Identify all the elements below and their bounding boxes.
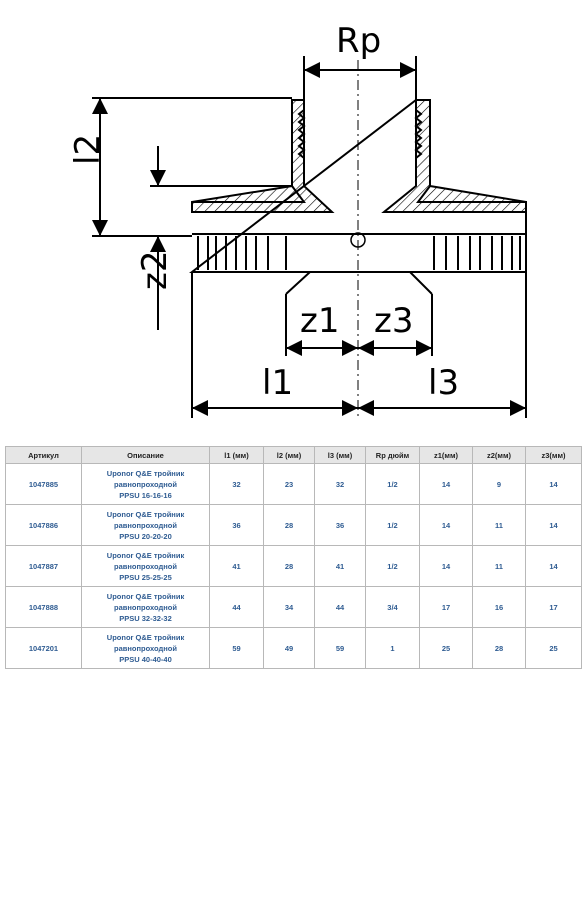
cell-rp: 1/2	[365, 463, 420, 505]
label-l3: l3	[428, 363, 459, 403]
cell-l2: 28	[263, 545, 315, 587]
label-l1: l1	[262, 363, 293, 403]
header-z2: z2(мм)	[472, 446, 526, 464]
center-mark	[350, 232, 366, 248]
header-l3: l3 (мм)	[314, 446, 366, 464]
header-article: Артикул	[5, 446, 82, 464]
cell-l1: 59	[209, 627, 264, 669]
cell-article: 1047887	[5, 545, 82, 587]
cell-z3: 14	[525, 545, 582, 587]
cell-l3: 36	[314, 504, 366, 546]
cell-l2: 49	[263, 627, 315, 669]
table-row: 1047201 Uponor Q&E тройник равнопроходно…	[5, 627, 582, 669]
cell-article: 1047886	[5, 504, 82, 546]
header-z3: z3(мм)	[525, 446, 582, 464]
header-l2: l2 (мм)	[263, 446, 315, 464]
cell-l3: 32	[314, 463, 366, 505]
tee-body	[189, 99, 527, 295]
cell-z1: 14	[419, 545, 473, 587]
cell-rp: 1/2	[365, 504, 420, 546]
dimension-lines	[92, 56, 527, 418]
tee-technical-drawing: Rp l2 z2 z1 z3 l1 l3	[68, 21, 527, 420]
cell-z2: 16	[472, 586, 526, 628]
label-l2: l2	[68, 134, 108, 165]
cell-l2: 23	[263, 463, 315, 505]
header-description: Описание	[81, 446, 210, 464]
specification-table: Артикул Описание l1 (мм) l2 (мм) l3 (мм)…	[5, 446, 582, 669]
cell-l1: 41	[209, 545, 264, 587]
cell-article: 1047201	[5, 627, 82, 669]
label-z1: z1	[300, 301, 339, 341]
cell-article: 1047885	[5, 463, 82, 505]
cell-description: Uponor Q&E тройник равнопроходной PPSU 2…	[81, 504, 210, 546]
label-z3: z3	[374, 301, 413, 341]
cell-rp: 1/2	[365, 545, 420, 587]
table-row: 1047886 Uponor Q&E тройник равнопроходно…	[5, 504, 582, 546]
cell-z2: 11	[472, 504, 526, 546]
cell-z3: 14	[525, 504, 582, 546]
cell-z3: 25	[525, 627, 582, 669]
cell-z2: 11	[472, 545, 526, 587]
cell-z1: 14	[419, 504, 473, 546]
header-l1: l1 (мм)	[209, 446, 264, 464]
cell-z1: 14	[419, 463, 473, 505]
cell-l2: 34	[263, 586, 315, 628]
cell-z3: 14	[525, 463, 582, 505]
cell-l1: 32	[209, 463, 264, 505]
table-row: 1047887 Uponor Q&E тройник равнопроходно…	[5, 545, 582, 587]
cell-rp: 1	[365, 627, 420, 669]
cell-z1: 25	[419, 627, 473, 669]
cell-description: Uponor Q&E тройник равнопроходной PPSU 1…	[81, 463, 210, 505]
label-z2: z2	[135, 251, 175, 290]
table-header-row: Артикул Описание l1 (мм) l2 (мм) l3 (мм)…	[5, 446, 582, 464]
cell-article: 1047888	[5, 586, 82, 628]
cell-l3: 41	[314, 545, 366, 587]
cell-rp: 3/4	[365, 586, 420, 628]
cell-z2: 9	[472, 463, 526, 505]
cell-description: Uponor Q&E тройник равнопроходной PPSU 2…	[81, 545, 210, 587]
cell-z2: 28	[472, 627, 526, 669]
cell-description: Uponor Q&E тройник равнопроходной PPSU 4…	[81, 627, 210, 669]
cell-l1: 36	[209, 504, 264, 546]
cell-z1: 17	[419, 586, 473, 628]
cell-l2: 28	[263, 504, 315, 546]
cell-l3: 44	[314, 586, 366, 628]
cell-z3: 17	[525, 586, 582, 628]
cell-l3: 59	[314, 627, 366, 669]
table-row: 1047888 Uponor Q&E тройник равнопроходно…	[5, 586, 582, 628]
label-rp: Rp	[336, 21, 381, 61]
cell-l1: 44	[209, 586, 264, 628]
header-z1: z1(мм)	[419, 446, 473, 464]
header-rp: Rp дюйм	[365, 446, 420, 464]
table-row: 1047885 Uponor Q&E тройник равнопроходно…	[5, 463, 582, 505]
cell-description: Uponor Q&E тройник равнопроходной PPSU 3…	[81, 586, 210, 628]
